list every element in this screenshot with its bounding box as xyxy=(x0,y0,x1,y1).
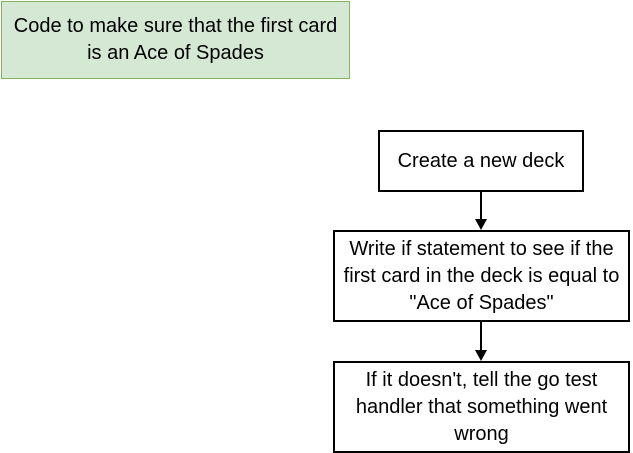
arrow-step2-to-step3 xyxy=(475,322,487,361)
flow-step-label: Create a new deck xyxy=(397,149,565,172)
flow-step-report-failure: If it doesn't, tell the go test handler … xyxy=(333,361,630,453)
flow-step-label: Write if statement to see if the first c… xyxy=(343,237,620,314)
title-note: Code to make sure that the first card is… xyxy=(1,1,350,79)
flow-step-if-statement: Write if statement to see if the first c… xyxy=(333,230,630,322)
title-note-text: Code to make sure that the first card is… xyxy=(13,15,338,64)
flow-step-label: If it doesn't, tell the go test handler … xyxy=(355,368,608,445)
flow-step-create-deck: Create a new deck xyxy=(378,130,584,192)
arrow-step1-to-step2 xyxy=(475,192,487,230)
